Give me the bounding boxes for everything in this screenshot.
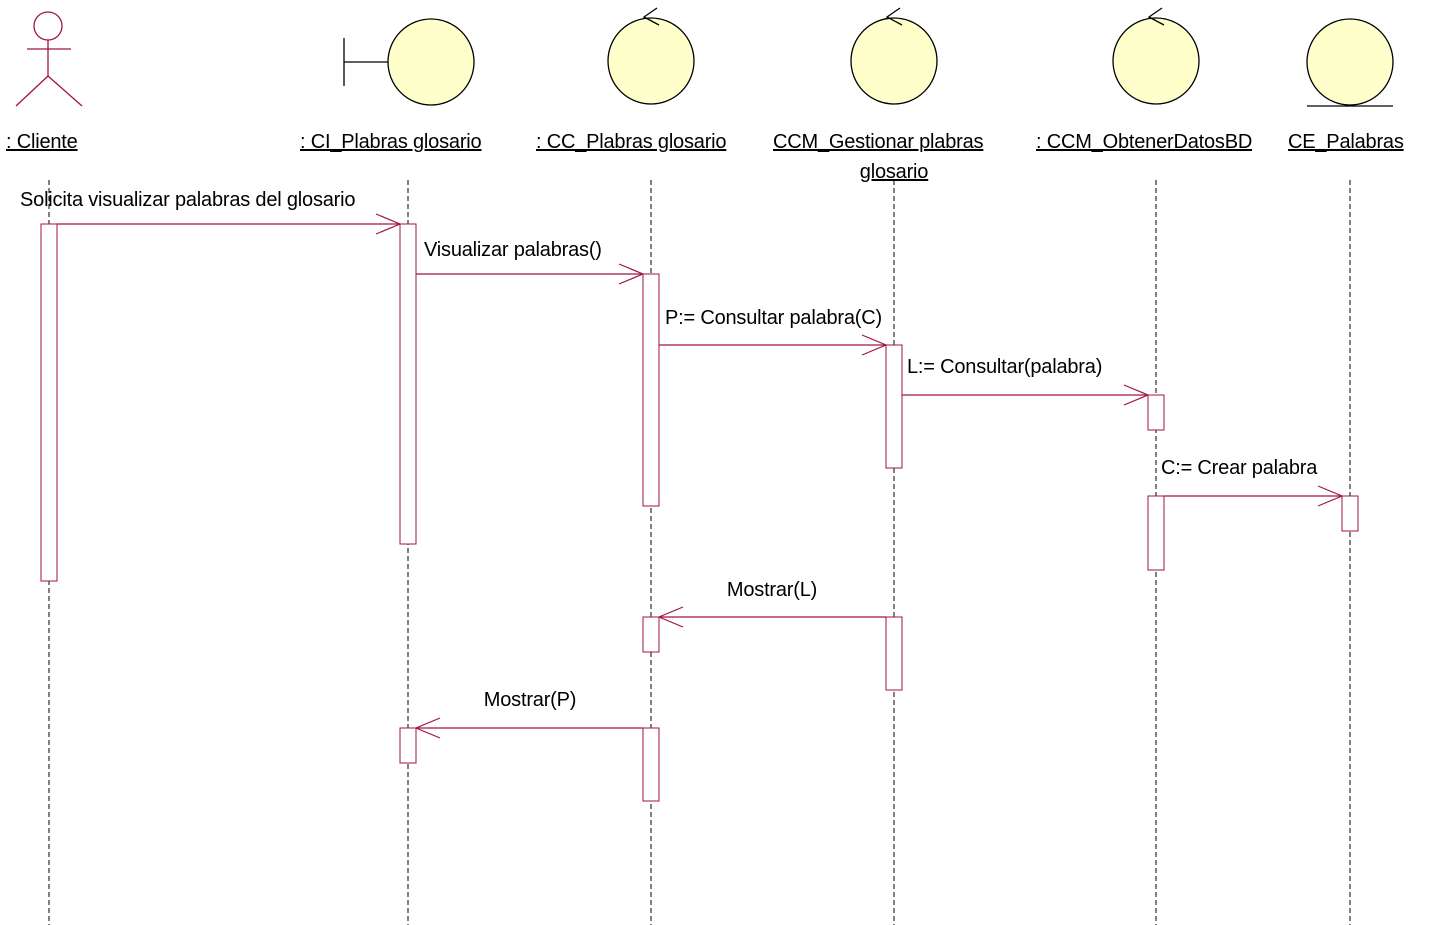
participant-name: : CCM_ObtenerDatosBD <box>1036 131 1253 153</box>
activation-bar <box>1147 495 1165 571</box>
message-arrow <box>1164 485 1344 507</box>
message-label: P:= Consultar palabra(C) <box>665 307 882 329</box>
message-label: Mostrar(P) <box>483 689 577 711</box>
activation-bar <box>642 616 660 653</box>
activation-bar <box>399 727 417 764</box>
activation-bar <box>40 223 58 582</box>
activation-bar <box>642 273 660 507</box>
participant-name: : CC_Plabras glosario <box>536 131 727 153</box>
control-icon <box>850 7 938 105</box>
message-label: C:= Crear palabra <box>1161 457 1318 479</box>
message-label: Mostrar(L) <box>726 579 818 601</box>
message-arrow <box>416 263 645 285</box>
message-label: L:= Consultar(palabra) <box>907 356 1103 378</box>
activation-bar <box>1147 394 1165 431</box>
participant-name: : Cliente <box>6 131 78 153</box>
message-arrow <box>57 213 402 235</box>
participant-name: CCM_Gestionar plabras <box>773 131 984 153</box>
activations <box>40 223 1359 802</box>
activation-bar <box>642 727 660 802</box>
message-label: Visualizar palabras() <box>424 239 602 261</box>
messages <box>57 213 1344 739</box>
participant-name: CE_Palabras <box>1288 131 1404 153</box>
message-arrow <box>902 384 1150 406</box>
message-label: Solicita visualizar palabras del glosari… <box>20 189 356 211</box>
actor-icon <box>15 11 83 107</box>
activation-bar <box>885 344 903 469</box>
boundary-icon <box>343 18 475 106</box>
entity-icon <box>1306 18 1394 107</box>
control-icon <box>1112 7 1200 105</box>
message-arrow <box>659 334 888 356</box>
activation-bar <box>399 223 417 545</box>
return-message-arrow <box>414 717 643 739</box>
participant-name: glosario <box>859 161 929 183</box>
return-message-arrow <box>657 606 886 628</box>
control-icon <box>607 7 695 105</box>
activation-bar <box>1341 495 1359 532</box>
activation-bar <box>885 616 903 691</box>
participant-name: : CI_Plabras glosario <box>300 131 482 153</box>
